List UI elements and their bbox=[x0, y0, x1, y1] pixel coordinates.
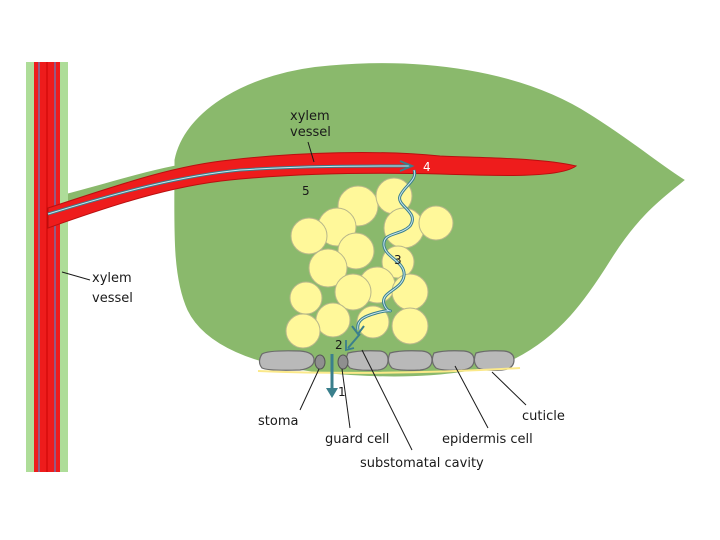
label-guard-cell: guard cell bbox=[325, 432, 389, 447]
label-cuticle: cuticle bbox=[522, 409, 565, 424]
label-xylem-vessel-stem-line1: xylem bbox=[92, 271, 132, 286]
mesophyll-cells bbox=[285, 177, 454, 349]
label-xylem-vessel-leaf-line1: xylem bbox=[290, 109, 330, 124]
label-epidermis-cell: epidermis cell bbox=[442, 432, 533, 447]
leaf-xylem-vessel bbox=[47, 152, 578, 229]
cuticle-layer bbox=[257, 367, 521, 374]
step-4-marker: 4 bbox=[423, 160, 431, 174]
label-xylem-vessel-leaf-line2: vessel bbox=[290, 125, 331, 140]
label-substomatal-cavity: substomatal cavity bbox=[360, 456, 484, 471]
step-2-marker: 2 bbox=[335, 338, 343, 352]
label-stoma: stoma bbox=[258, 414, 298, 429]
guard-cell-left bbox=[314, 354, 326, 370]
step-1-marker: 1 bbox=[338, 385, 346, 399]
step-5-marker: 5 bbox=[302, 184, 310, 198]
guard-cell-right bbox=[337, 354, 349, 370]
label-xylem-vessel-stem-line2: vessel bbox=[92, 291, 133, 306]
step-3-marker: 3 bbox=[394, 253, 402, 267]
